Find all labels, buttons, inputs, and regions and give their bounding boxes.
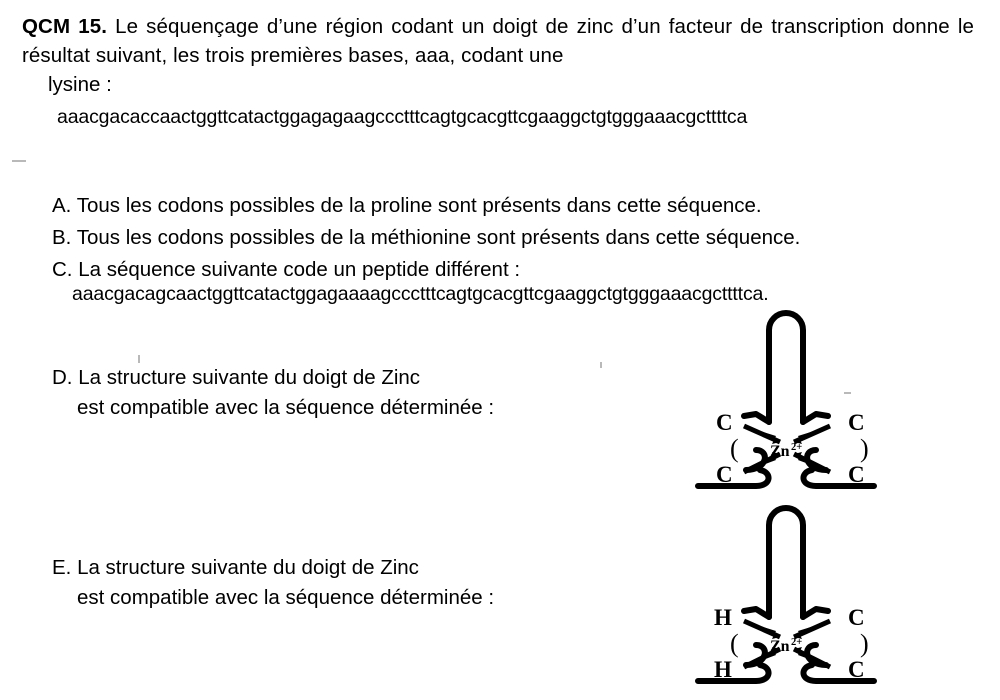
residue-bottom-left: C: [716, 462, 733, 487]
metal-ion-label: Zn: [770, 638, 790, 655]
question-stem-text: Le séquençage d’une région codant un doi…: [22, 15, 974, 67]
zinc-finger-diagram-e: ( ) H C H C Zn 2+: [688, 495, 918, 695]
scan-speck: [600, 362, 602, 368]
zinc-finger-diagram-d: ( ) C C C C Zn 2+: [688, 300, 918, 500]
option-e-line2: est compatible avec la séquence détermin…: [77, 586, 495, 609]
option-c[interactable]: C. La séquence suivante code un peptide …: [52, 258, 521, 281]
scan-speck: [844, 392, 851, 394]
option-e-line1: E. La structure suivante du doigt de Zin…: [52, 556, 419, 579]
metal-ion-charge: 2+: [791, 442, 802, 453]
residue-bottom-right: C: [848, 657, 865, 682]
option-b[interactable]: B. Tous les codons possibles de la méthi…: [52, 226, 801, 249]
residue-bottom-right: C: [848, 462, 865, 487]
left-bracket-mark: (: [730, 629, 739, 658]
right-bracket-mark: ): [860, 434, 869, 463]
scan-speck: [138, 355, 140, 363]
option-c-dna-sequence: aaacgacagcaactggttcatactggagaaaagccctttc…: [72, 283, 769, 305]
option-e[interactable]: E. La structure suivante du doigt de Zin…: [52, 553, 494, 613]
left-bracket-mark: (: [730, 434, 739, 463]
residue-top-right: C: [848, 410, 865, 435]
residue-top-right: C: [848, 605, 865, 630]
question-stem: QCM 15. Le séquençage d’une région codan…: [22, 12, 974, 70]
metal-ion-label: Zn: [770, 443, 790, 460]
right-bracket-mark: ): [860, 629, 869, 658]
residue-bottom-left: H: [714, 657, 732, 682]
option-a[interactable]: A. Tous les codons possibles de la proli…: [52, 194, 762, 217]
option-d-line2: est compatible avec la séquence détermin…: [77, 396, 495, 419]
question-stem-last-line: lysine :: [48, 73, 112, 96]
scan-speck: [12, 160, 26, 162]
option-d-line1: D. La structure suivante du doigt de Zin…: [52, 366, 421, 389]
metal-ion-charge: 2+: [791, 637, 802, 648]
residue-top-left: H: [714, 605, 732, 630]
main-dna-sequence: aaacgacaccaactggttcatactggagagaagccctttc…: [57, 106, 748, 128]
option-d[interactable]: D. La structure suivante du doigt de Zin…: [52, 363, 494, 423]
residue-top-left: C: [716, 410, 733, 435]
question-number: QCM 15.: [22, 15, 107, 38]
